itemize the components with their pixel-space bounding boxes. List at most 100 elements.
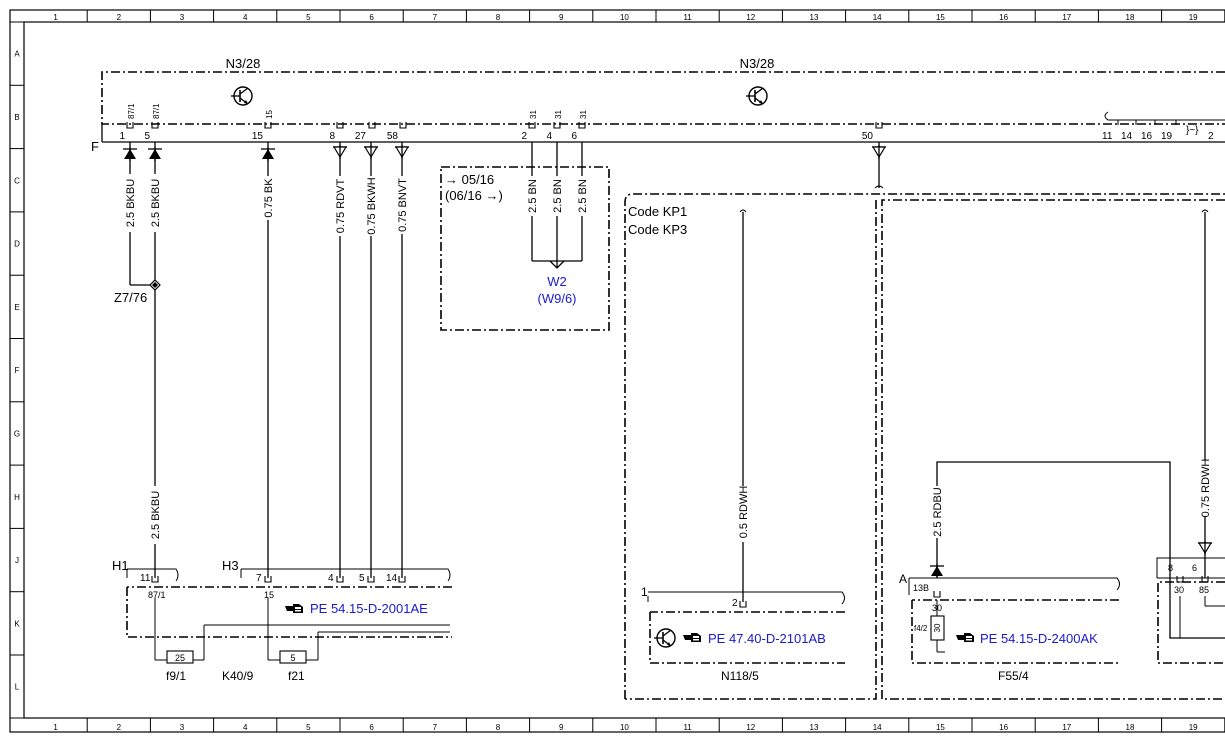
- grid-column-label: 8: [496, 13, 501, 22]
- code-kp3-label: Code KP3: [628, 222, 687, 237]
- arrow-up-icon: [261, 147, 275, 161]
- grid-row-label: L: [15, 683, 20, 692]
- h1-housing: [126, 568, 179, 582]
- pin-right-16: 16: [1141, 131, 1153, 142]
- wire-label: 2.5 RDBU: [932, 487, 944, 537]
- wire-label: 2.5 BN: [552, 179, 564, 213]
- k40-9-label: K40/9: [222, 669, 254, 683]
- pin-outer-4: 4: [546, 131, 552, 142]
- h3-pin-7: 7: [256, 573, 262, 584]
- fuse-f21-icon: [279, 650, 307, 664]
- right-connector-housing: [1156, 557, 1225, 579]
- pin-outer-50: 50: [862, 131, 874, 142]
- z7-76-label: Z7/76: [114, 290, 147, 305]
- grid-column-label: 9: [559, 13, 564, 22]
- wire-break: [874, 185, 884, 189]
- pin-group-top: 87/1 87/1 15 31 31 31 1 5 15 8 27 58 2 4…: [119, 103, 883, 142]
- w2-label: W2: [547, 274, 567, 289]
- ref-2001ae[interactable]: PE 54.15-D-2001AE: [310, 601, 428, 616]
- grid-column-label: 19: [1189, 723, 1198, 732]
- fuse-f9-1-value: 25: [175, 653, 185, 663]
- grid-column-label: 13: [810, 13, 819, 22]
- h3-housing: [240, 568, 451, 582]
- right-pin-6: 6: [1192, 563, 1197, 573]
- grid-column-label: 4: [243, 13, 248, 22]
- fuse-f4-2-value: 30: [933, 623, 942, 632]
- arrow-up-icon: [148, 147, 162, 161]
- code-box-right: [881, 199, 1225, 700]
- grid-column-label: 7: [433, 723, 438, 732]
- pin-marker: [399, 121, 407, 129]
- grid-column-labels: 1122334455667788991010111112121313141415…: [53, 10, 1225, 732]
- grid-row-label: B: [14, 113, 19, 122]
- pin-outer-6: 6: [571, 131, 577, 142]
- ground-label-bg: [526, 176, 588, 216]
- variant-box: [440, 166, 610, 331]
- h3-pin-5: 5: [359, 573, 365, 584]
- k40-pin-87-1: 87/1: [148, 590, 166, 600]
- wire-label: 0.75 BKWH: [366, 177, 378, 235]
- h3-pin-14: 14: [386, 573, 398, 584]
- grid-column-label: 11: [683, 13, 692, 22]
- pin-marker: [151, 121, 159, 129]
- right-pin-85: 85: [1199, 585, 1209, 595]
- arrow-down-icon: [333, 145, 347, 159]
- splice-dot: [152, 282, 158, 288]
- pin-right-19: 19: [1161, 131, 1173, 142]
- grid-column-label: 3: [180, 13, 185, 22]
- grid-column-label: 6: [369, 13, 374, 22]
- pin-outer-1: 1: [119, 131, 125, 142]
- f55-pin-13b: 13B: [913, 583, 929, 593]
- wire-label: 2.5 BKBU: [125, 179, 137, 227]
- grid-column-label: 19: [1189, 13, 1198, 22]
- grid-column-label: 14: [873, 13, 882, 22]
- right-module: [1157, 581, 1225, 664]
- grid-column-label: 17: [1062, 13, 1071, 22]
- grid-column-label: 16: [999, 723, 1008, 732]
- grid-column-label: 12: [746, 723, 755, 732]
- pin-inner-4: 31: [554, 110, 563, 119]
- h3-pin-4: 4: [328, 573, 334, 584]
- grid-column-label: 2: [117, 13, 122, 22]
- n118-5-label: N118/5: [721, 669, 759, 683]
- connector-f-label: F: [91, 139, 99, 154]
- fuse-f4-2-icon: [930, 615, 945, 641]
- wire-label-backgrounds: [124, 174, 408, 544]
- grid-row-label: H: [14, 493, 20, 502]
- fuse-f21-value: 5: [290, 653, 295, 663]
- n118-pin-2: 2: [732, 598, 738, 609]
- pin-marker: [553, 121, 561, 129]
- h1-label: H1: [112, 558, 129, 573]
- n118-connector-1: 1: [641, 585, 648, 599]
- wire-label: 0.75 RDWH: [1200, 459, 1212, 518]
- right-pin-8: 8: [1168, 563, 1173, 573]
- h1-pin-top: 11: [140, 573, 151, 584]
- f55-4-module: [911, 599, 1119, 664]
- grid-column-label: 4: [243, 723, 248, 732]
- ref-2101ab[interactable]: PE 47.40-D-2101AB: [708, 631, 826, 646]
- pin-right-11: 11: [1102, 131, 1113, 142]
- arrow-down-icon: [1198, 541, 1212, 555]
- pin-marker: [578, 121, 586, 129]
- pin-right-14: 14: [1121, 131, 1133, 142]
- grid-row-label: F: [15, 366, 20, 375]
- grid-column-label: 1: [53, 723, 58, 732]
- right-pin-30: 30: [1174, 585, 1184, 595]
- grid-column-label: 10: [620, 723, 629, 732]
- pin-outer-15: 15: [252, 131, 264, 142]
- grid-column-label: 12: [746, 13, 755, 22]
- grid-row-label: D: [14, 240, 20, 249]
- k40-pin-15: 15: [264, 590, 274, 600]
- grid-column-label: 16: [999, 13, 1008, 22]
- pin-marker: [336, 121, 344, 129]
- f9-1-label: f9/1: [166, 669, 186, 683]
- pin-inner-5: 87/1: [152, 103, 161, 119]
- grid-column-label: 14: [873, 723, 882, 732]
- pin-marker: [933, 590, 941, 598]
- n3-28-outline: [101, 71, 1225, 143]
- ref-2400ak[interactable]: PE 54.15-D-2400AK: [980, 631, 1098, 646]
- grid-column-label: 5: [306, 13, 311, 22]
- pin-marker: [368, 121, 376, 129]
- pin-group-right: }~} 11 14 16 19 2: [1102, 111, 1225, 142]
